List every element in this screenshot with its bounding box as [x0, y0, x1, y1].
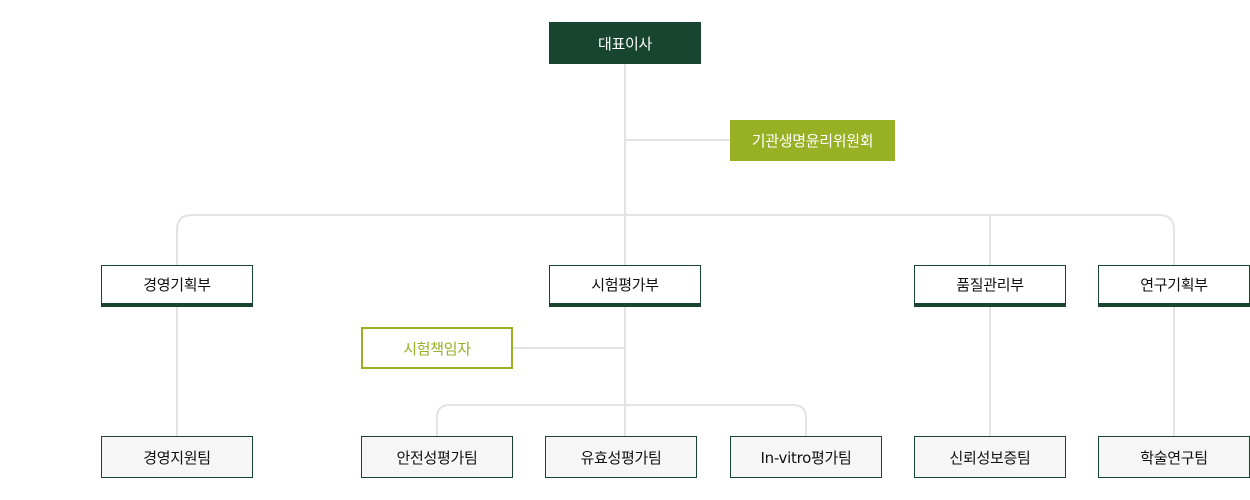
connector-team-bus [436, 404, 807, 436]
ethics-committee-label: 기관생명윤리위원회 [751, 132, 874, 150]
connector-department-bus [176, 214, 1175, 265]
team-label: 학술연구팀 [1140, 448, 1208, 467]
ceo-box: 대표이사 [549, 22, 701, 64]
study-director-box: 시험책임자 [361, 327, 513, 369]
team-label: 유효성평가팀 [580, 448, 662, 467]
department-label: 품질관리부 [956, 276, 1024, 294]
team-label: 신뢰성보증팀 [949, 448, 1031, 467]
department-label: 연구기획부 [1140, 276, 1208, 294]
study-director-label: 시험책임자 [403, 339, 471, 358]
department-label: 시험평가부 [591, 276, 659, 294]
ceo-label: 대표이사 [597, 34, 652, 53]
department-test-evaluation: 시험평가부 [549, 265, 701, 307]
department-label: 경영기획부 [143, 276, 211, 294]
team-academic-research: 학술연구팀 [1098, 436, 1250, 478]
department-quality-management: 품질관리부 [914, 265, 1066, 307]
team-label: In-vitro평가팀 [760, 448, 852, 467]
team-safety-evaluation: 안전성평가팀 [361, 436, 513, 478]
department-management-planning: 경영기획부 [101, 265, 253, 307]
department-research-planning: 연구기획부 [1098, 265, 1250, 307]
team-management-support: 경영지원팀 [101, 436, 253, 478]
team-invitro-evaluation: In-vitro평가팀 [730, 436, 882, 478]
team-efficacy-evaluation: 유효성평가팀 [545, 436, 697, 478]
team-label: 안전성평가팀 [396, 448, 478, 467]
ethics-committee-box: 기관생명윤리위원회 [730, 120, 895, 161]
team-reliability-assurance: 신뢰성보증팀 [914, 436, 1066, 478]
team-label: 경영지원팀 [143, 448, 211, 467]
